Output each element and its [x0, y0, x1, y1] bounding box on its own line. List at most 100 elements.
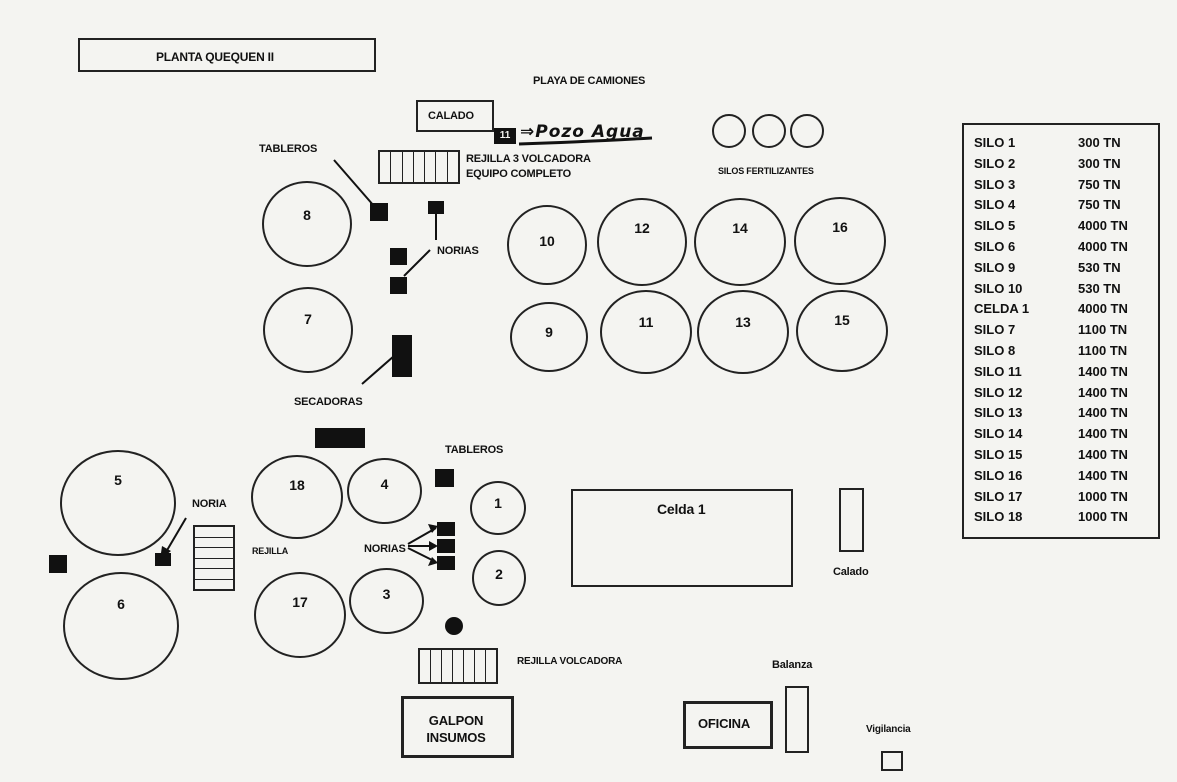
noria-top-2 — [390, 277, 407, 294]
silo-3-number: 3 — [382, 586, 391, 602]
silo-13: 13 — [697, 290, 789, 374]
secadora-2 — [315, 428, 365, 448]
capacity-row: SILO 15 1400 TN — [974, 447, 1158, 468]
celda-1-label: Celda 1 — [657, 501, 706, 517]
silo-12: 12 — [597, 198, 687, 286]
capacity-row-name: SILO 15 — [974, 446, 1023, 462]
capacity-row-name: SILO 9 — [974, 259, 1016, 275]
silo-10-number: 10 — [539, 233, 555, 249]
capacity-row-name: SILO 5 — [974, 218, 1016, 234]
norias-arrow-3 — [407, 547, 437, 563]
capacity-row-name: SILO 18 — [974, 509, 1023, 525]
capacity-row-name: SILO 14 — [974, 426, 1023, 442]
silo-12-number: 12 — [634, 220, 650, 236]
capacity-row: SILO 4 750 TN — [974, 197, 1158, 218]
noria-mid-1 — [437, 522, 455, 536]
capacity-row: SILO 9 530 TN — [974, 260, 1158, 281]
silo-16-number: 16 — [832, 219, 848, 235]
vigilancia-box — [881, 751, 903, 771]
silo-8-number: 8 — [303, 207, 311, 223]
silo-2: 2 — [472, 550, 526, 606]
norias-mid-label: NORIAS — [364, 543, 406, 555]
secadoras-pointer-line — [361, 355, 395, 385]
capacity-row-name: SILO 8 — [974, 342, 1016, 358]
pozo-agua-text: Pozo Agua — [535, 122, 645, 142]
capacity-row-value: 750 TN — [1078, 197, 1121, 213]
silo-fertilizante-1 — [712, 114, 746, 148]
capacity-row-name: SILO 2 — [974, 155, 1016, 171]
norias-pointer-line — [403, 249, 431, 277]
rejilla-volcadora-grate — [418, 648, 498, 684]
silo-fertilizante-2 — [752, 114, 786, 148]
silo-16: 16 — [794, 197, 886, 285]
capacity-row-value: 4000 TN — [1078, 301, 1128, 317]
pozo-agua-label: ⇒Pozo Agua — [520, 122, 645, 142]
calado-right-label: Calado — [833, 566, 869, 578]
pozo-dot — [445, 617, 463, 635]
noria-left-block — [49, 555, 67, 573]
silo-1-number: 1 — [494, 495, 502, 511]
capacity-row-value: 1400 TN — [1078, 384, 1128, 400]
tablero-mid — [435, 469, 454, 487]
silo-2-number: 2 — [495, 566, 503, 582]
capacity-row-name: SILO 16 — [974, 467, 1023, 483]
celda-1-box: Celda 1 — [571, 489, 793, 587]
capacity-row-value: 1400 TN — [1078, 446, 1128, 462]
capacity-row-name: SILO 10 — [974, 280, 1023, 296]
silo-11: 11 — [600, 290, 692, 374]
capacity-row-name: SILO 1 — [974, 135, 1016, 150]
silo-5-number: 5 — [114, 472, 122, 488]
vigilancia-label: Vigilancia — [866, 724, 911, 735]
capacity-row: SILO 7 1100 TN — [974, 322, 1158, 343]
tablero-top-2 — [428, 201, 444, 214]
silo-7-number: 7 — [304, 311, 312, 327]
capacity-row-value: 1100 TN — [1078, 322, 1128, 338]
silo-18: 18 — [251, 455, 343, 539]
noria-top-1 — [390, 248, 407, 265]
silo-4: 4 — [347, 458, 422, 524]
noria-mid-3 — [437, 556, 455, 570]
balanza-label: Balanza — [772, 659, 813, 671]
capacity-row-value: 1400 TN — [1078, 405, 1128, 421]
silo-15-number: 15 — [834, 312, 850, 328]
capacity-row-value: 1000 TN — [1078, 509, 1128, 525]
balanza-box — [785, 686, 809, 753]
silo-11-number: 11 — [638, 314, 654, 330]
silo-5: 5 — [60, 450, 176, 556]
rejilla-3-label: REJILLA 3 VOLCADORA — [466, 153, 591, 165]
silo-15: 15 — [796, 290, 888, 372]
rejilla-label: REJILLA — [252, 546, 289, 556]
equipo-completo-label: EQUIPO COMPLETO — [466, 168, 571, 180]
silo-4-number: 4 — [380, 476, 389, 492]
silo-9: 9 — [510, 302, 588, 372]
norias-top-label: NORIAS — [437, 245, 479, 257]
pozo-agua-arrow: ⇒ — [520, 122, 536, 142]
noria-label: NORIA — [192, 498, 227, 510]
capacity-row-name: SILO 7 — [974, 322, 1016, 338]
capacity-row-name: SILO 6 — [974, 238, 1016, 254]
capacity-row-name: SILO 4 — [974, 197, 1016, 213]
tableros-top-label: TABLEROS — [259, 143, 318, 155]
silo-13-number: 13 — [735, 314, 751, 330]
silo-1: 1 — [470, 481, 526, 535]
capacity-row-name: SILO 3 — [974, 176, 1016, 192]
capacity-row-value: 4000 TN — [1078, 218, 1128, 234]
capacity-row-value: 530 TN — [1078, 259, 1121, 275]
calado-top-label: CALADO — [428, 110, 474, 122]
capacity-row-value: 1400 TN — [1078, 363, 1128, 379]
secadora-1 — [392, 335, 412, 377]
silo-10: 10 — [507, 205, 587, 285]
rejilla-grate — [193, 525, 235, 591]
pozo-agua-marker: 11 — [494, 128, 516, 144]
